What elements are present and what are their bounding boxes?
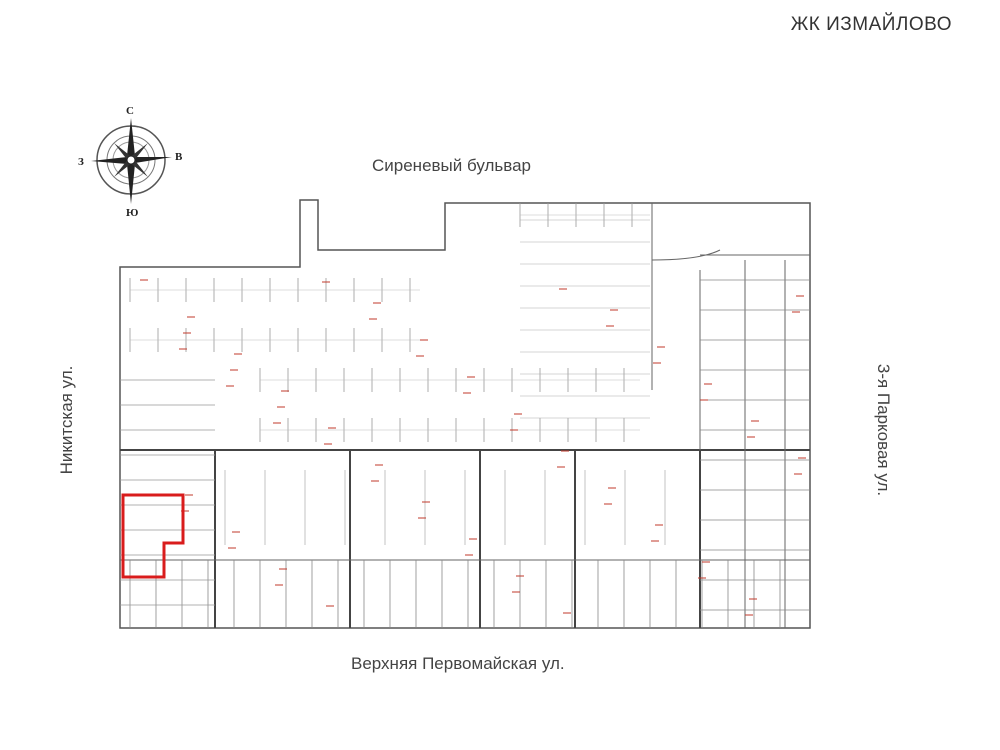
compass-north-label: С: [126, 105, 134, 117]
street-label-north: Сиреневый бульвар: [372, 156, 532, 175]
building-plan: [119, 199, 811, 629]
compass-rose-icon: С Ю З В: [78, 105, 183, 219]
compass-east-label: В: [175, 151, 183, 163]
room-grid: [120, 203, 810, 628]
street-label-south: Верхняя Первомайская ул.: [351, 654, 565, 673]
compass-south-label: Ю: [126, 207, 138, 219]
project-title: ЖК ИЗМАЙЛОВО: [790, 14, 952, 35]
highlighted-unit[interactable]: [121, 493, 185, 579]
compass-west-label: З: [78, 156, 84, 168]
